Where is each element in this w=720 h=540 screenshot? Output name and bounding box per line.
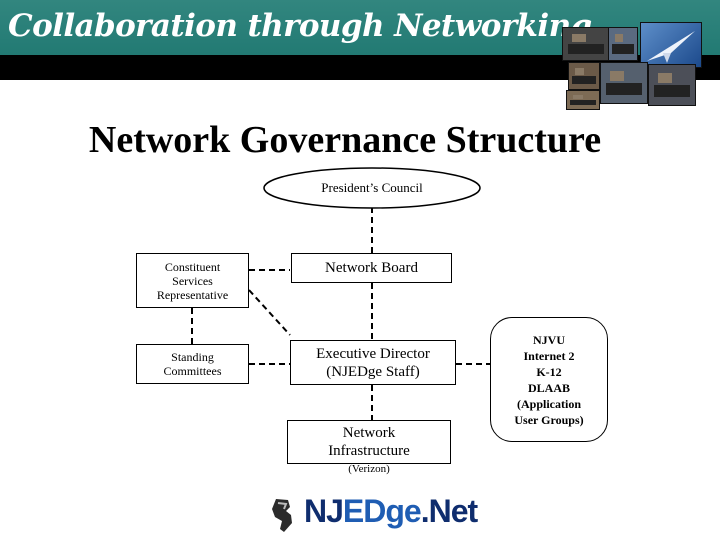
photo-auditorium	[600, 62, 648, 104]
photo-workstation	[648, 64, 696, 106]
network-infrastructure-line-1: Network	[342, 425, 396, 441]
standing-committees-box: Standing Committees	[136, 344, 249, 384]
user-groups-line-4: DLAAB	[527, 380, 570, 395]
connector-constituent-director	[248, 289, 291, 336]
airplane-icon	[647, 31, 695, 63]
presidents-council-label: President’s Council	[321, 180, 423, 195]
new-jersey-state-icon	[272, 499, 292, 532]
logo-net: .Net	[420, 493, 478, 529]
constituent-label-line-2: Services	[172, 273, 213, 288]
photo-meeting	[568, 62, 600, 90]
njedge-logo: NJEDge.Net	[262, 493, 478, 535]
header-title: Collaboration through Networking	[8, 8, 592, 44]
verizon-label: (Verizon)	[348, 463, 390, 475]
user-groups-line-6: User Groups)	[514, 412, 584, 427]
standing-committees-line-1: Standing	[171, 350, 214, 364]
logo-edge: EDge	[342, 493, 422, 529]
logo-nj: NJ	[304, 493, 344, 529]
photo-lecture	[566, 90, 600, 110]
logo-wordmark: NJEDge.Net	[304, 493, 478, 530]
user-groups-line-1: NJVU	[532, 332, 565, 347]
user-groups-line-2: Internet 2	[523, 348, 575, 363]
photo-computer-lab	[608, 27, 638, 61]
user-groups-line-3: K-12	[536, 364, 562, 379]
network-infrastructure-box: Network Infrastructure	[287, 420, 451, 464]
executive-director-box: Executive Director (NJEDge Staff)	[290, 340, 456, 385]
network-infrastructure-line-2: Infrastructure	[328, 443, 410, 459]
presidents-council-shape	[263, 167, 481, 209]
network-board-label: Network Board	[325, 260, 418, 276]
standing-committees-line-2: Committees	[163, 364, 222, 378]
constituent-label-line-1: Constituent	[164, 259, 221, 274]
network-board-box: Network Board	[291, 253, 452, 283]
executive-director-line-1: Executive Director	[316, 345, 430, 362]
constituent-label-line-3: Representative	[156, 287, 229, 302]
constituent-services-box: Constituent Services Representative	[136, 253, 249, 308]
user-groups-box: NJVU Internet 2 K-12 DLAAB (Application …	[490, 317, 608, 442]
user-groups-line-5: (Application	[516, 396, 581, 411]
executive-director-line-2: (NJEDge Staff)	[326, 363, 420, 380]
header-banner: Collaboration through Networking	[0, 0, 720, 110]
page-title: Network Governance Structure	[88, 119, 602, 161]
